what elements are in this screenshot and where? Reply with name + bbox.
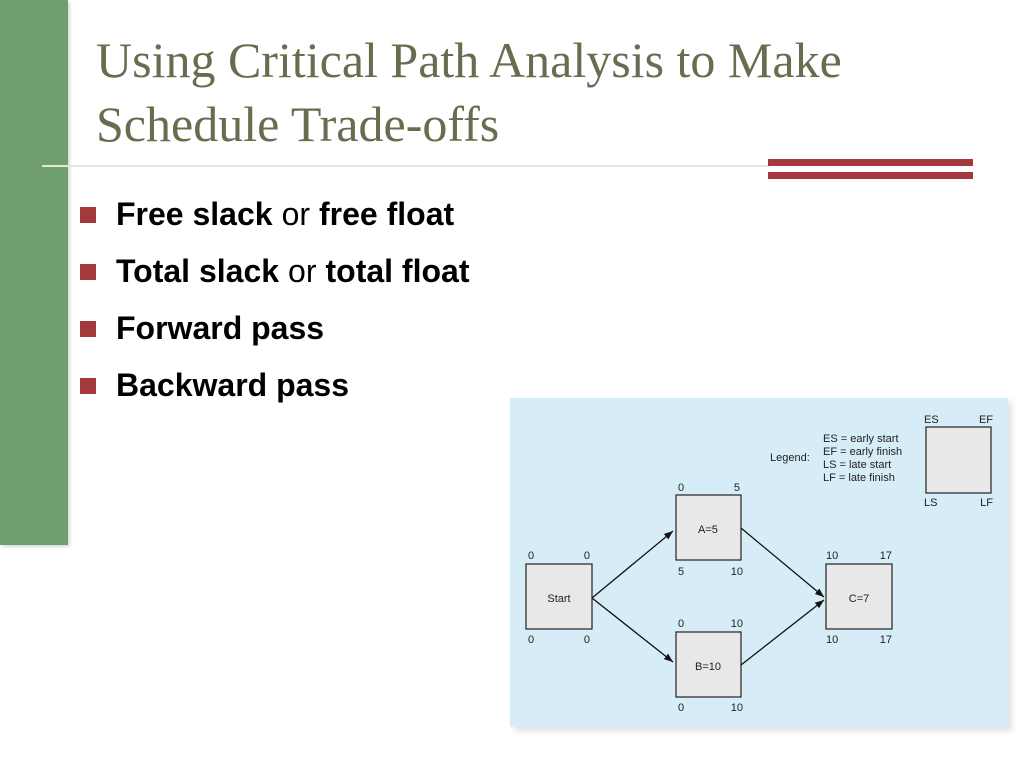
node-a-lf: 10 <box>731 566 743 578</box>
node-start-box <box>525 563 593 630</box>
arrow-b-to-c <box>740 599 825 666</box>
legend-line-es: ES = early start <box>823 433 899 445</box>
side-accent-bar <box>0 0 68 545</box>
node-b-lf: 10 <box>731 702 743 714</box>
legend-lf-label: LF <box>980 497 993 509</box>
slide-title: Using Critical Path Analysis to Make Sch… <box>96 28 996 156</box>
node-b-ls: 0 <box>678 702 684 714</box>
bullet-term-alt: free float <box>319 196 455 232</box>
bullet-square-icon <box>80 206 96 223</box>
bullet-square-icon <box>80 377 96 394</box>
node-b-es: 0 <box>678 618 684 630</box>
bullet-term: Forward pass <box>116 310 325 346</box>
legend-line-ef: EF = early finish <box>823 446 902 458</box>
bullet-connector: or <box>281 196 311 232</box>
node-b-ef: 10 <box>731 618 743 630</box>
bullet-term: Total slack <box>116 253 280 289</box>
arrow-a-to-c <box>740 527 825 598</box>
node-c-ls: 10 <box>826 634 838 646</box>
bullet-connector: or <box>288 253 317 289</box>
title-line-2: Schedule Trade-offs <box>96 96 500 152</box>
bullet-term-alt: total float <box>325 253 470 289</box>
node-c-box <box>825 563 893 630</box>
legend-line-lf: LF = late finish <box>823 472 895 484</box>
node-start-es: 0 <box>528 550 534 562</box>
node-a-box <box>675 494 742 561</box>
node-start-ls: 0 <box>528 634 534 646</box>
node-a-label: A=5 <box>698 524 718 536</box>
legend-label: Legend: <box>770 452 810 464</box>
arrow-start-to-b <box>591 597 674 663</box>
node-a-ef: 5 <box>734 482 740 494</box>
bullet-term: Backward pass <box>116 367 350 403</box>
node-c-label: C=7 <box>849 593 870 605</box>
network-diagram: Legend: ES = early start EF = early fini… <box>525 414 993 714</box>
legend-ls-label: LS <box>924 497 937 509</box>
node-c-es: 10 <box>826 550 838 562</box>
bullet-term: Free slack <box>116 196 273 232</box>
legend-line-ls: LS = late start <box>823 459 891 471</box>
node-b-label: B=10 <box>695 661 721 673</box>
node-start-ef: 0 <box>584 550 590 562</box>
node-a-es: 0 <box>678 482 684 494</box>
node-c-ef: 17 <box>880 550 892 562</box>
bullet-square-icon <box>80 263 96 280</box>
arrow-start-to-a <box>591 530 674 599</box>
bullet-item: Backward pass <box>80 357 469 414</box>
node-a-ls: 5 <box>678 566 684 578</box>
title-line-1: Using Critical Path Analysis to Make <box>96 32 842 88</box>
node-start-label: Start <box>547 593 570 605</box>
accent-stripe-top <box>768 159 973 166</box>
legend-es-label: ES <box>924 414 939 426</box>
legend-ef-label: EF <box>979 414 993 426</box>
node-b-box <box>675 631 742 698</box>
network-diagram-figure: Legend: ES = early start EF = early fini… <box>510 398 1008 727</box>
legend-node-box <box>925 426 992 494</box>
node-c-lf: 17 <box>880 634 892 646</box>
bullet-square-icon <box>80 320 96 337</box>
bullet-item: Forward pass <box>80 300 469 357</box>
title-divider <box>42 165 770 167</box>
accent-stripe-bottom <box>768 172 973 179</box>
node-start-lf: 0 <box>584 634 590 646</box>
